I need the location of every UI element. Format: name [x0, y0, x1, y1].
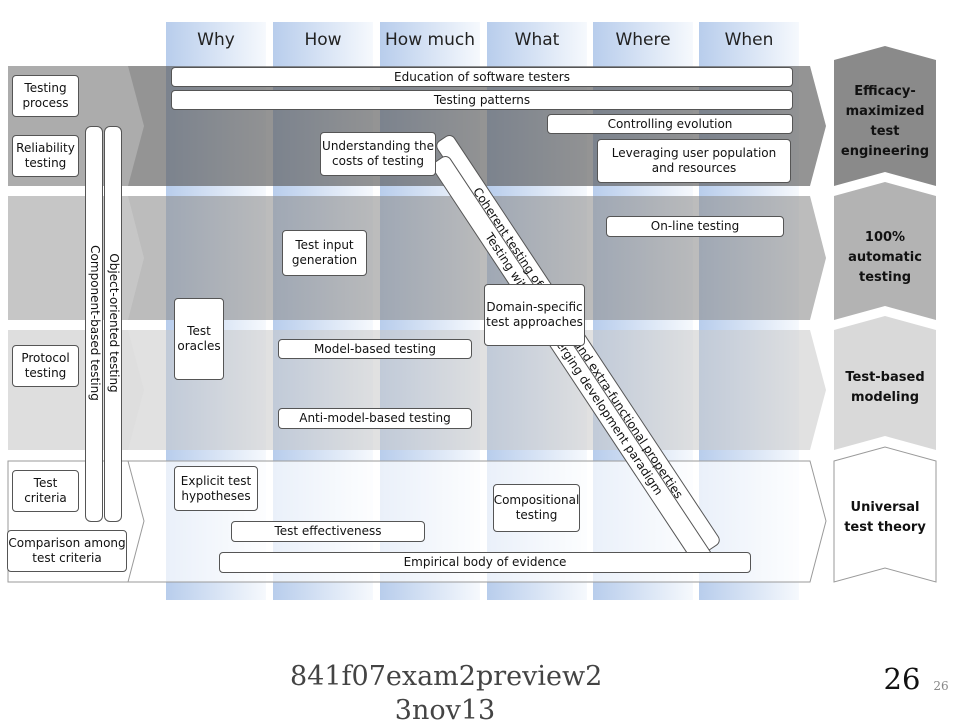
challenge-explicit-hypotheses: Explicit test hypotheses [174, 466, 258, 511]
achievement-comparison-criteria: Comparison among test criteria [7, 530, 127, 572]
goal-efficacy-maximized: Efficacy- maximized test engineering [840, 84, 930, 159]
object-oriented-testing-label: Object-oriented testing [107, 253, 121, 393]
column-header-how: How [304, 30, 342, 50]
achievement-reliability-testing: Reliability testing [12, 135, 79, 177]
goal-chevron-automatic [834, 182, 936, 320]
column-header-when: When [724, 30, 774, 50]
challenge-understanding-costs: Understanding the costs of testing [320, 132, 436, 176]
goal-chevron-modeling [834, 316, 936, 450]
challenge-test-input-generation: Test input generation [282, 230, 367, 276]
challenge-anti-model-based: Anti-model-based testing [278, 408, 472, 429]
goal-chevrons [833, 46, 937, 583]
goal-automatic-testing: 100% automatic testing [848, 230, 922, 285]
challenge-compositional: Compositional testing [493, 484, 580, 532]
challenge-education: Education of software testers [171, 67, 793, 87]
challenge-test-effectiveness: Test effectiveness [231, 521, 425, 542]
column-header-why: Why [197, 30, 235, 50]
goal-test-based-modeling: Test-based modeling [845, 370, 925, 405]
slide-footer-title: 841f07exam2preview2 3nov13 [290, 661, 603, 726]
challenge-testing-patterns: Testing patterns [171, 90, 793, 110]
challenge-model-based: Model-based testing [278, 339, 472, 359]
goal-chevron-theory [833, 446, 937, 583]
challenge-test-oracles: Test oracles [174, 298, 224, 380]
column-header-where: Where [615, 30, 671, 50]
achievement-testing-process: Testing process [12, 75, 79, 117]
challenge-empirical-evidence: Empirical body of evidence [219, 552, 751, 573]
challenge-domain-specific: Domain-specific test approaches [484, 284, 585, 346]
challenge-controlling-evolution: Controlling evolution [547, 114, 793, 134]
challenge-online-testing: On-line testing [606, 216, 784, 237]
component-based-testing-box [85, 126, 103, 522]
slide-number: 26 [883, 662, 921, 696]
goal-universal-test-theory: Universal test theory [844, 500, 926, 535]
object-oriented-testing-box [104, 126, 122, 522]
challenge-leveraging-users: Leveraging user population and resources [597, 139, 791, 183]
component-based-testing-label: Component-based testing [88, 245, 102, 401]
slide-number-small: 26 [933, 679, 949, 693]
achievement-protocol-testing: Protocol testing [12, 345, 79, 387]
goal-chevron-efficacy [834, 46, 936, 186]
achievement-test-criteria: Test criteria [12, 470, 79, 512]
column-header-how-much: How much [385, 30, 475, 50]
column-header-what: What [514, 30, 560, 50]
